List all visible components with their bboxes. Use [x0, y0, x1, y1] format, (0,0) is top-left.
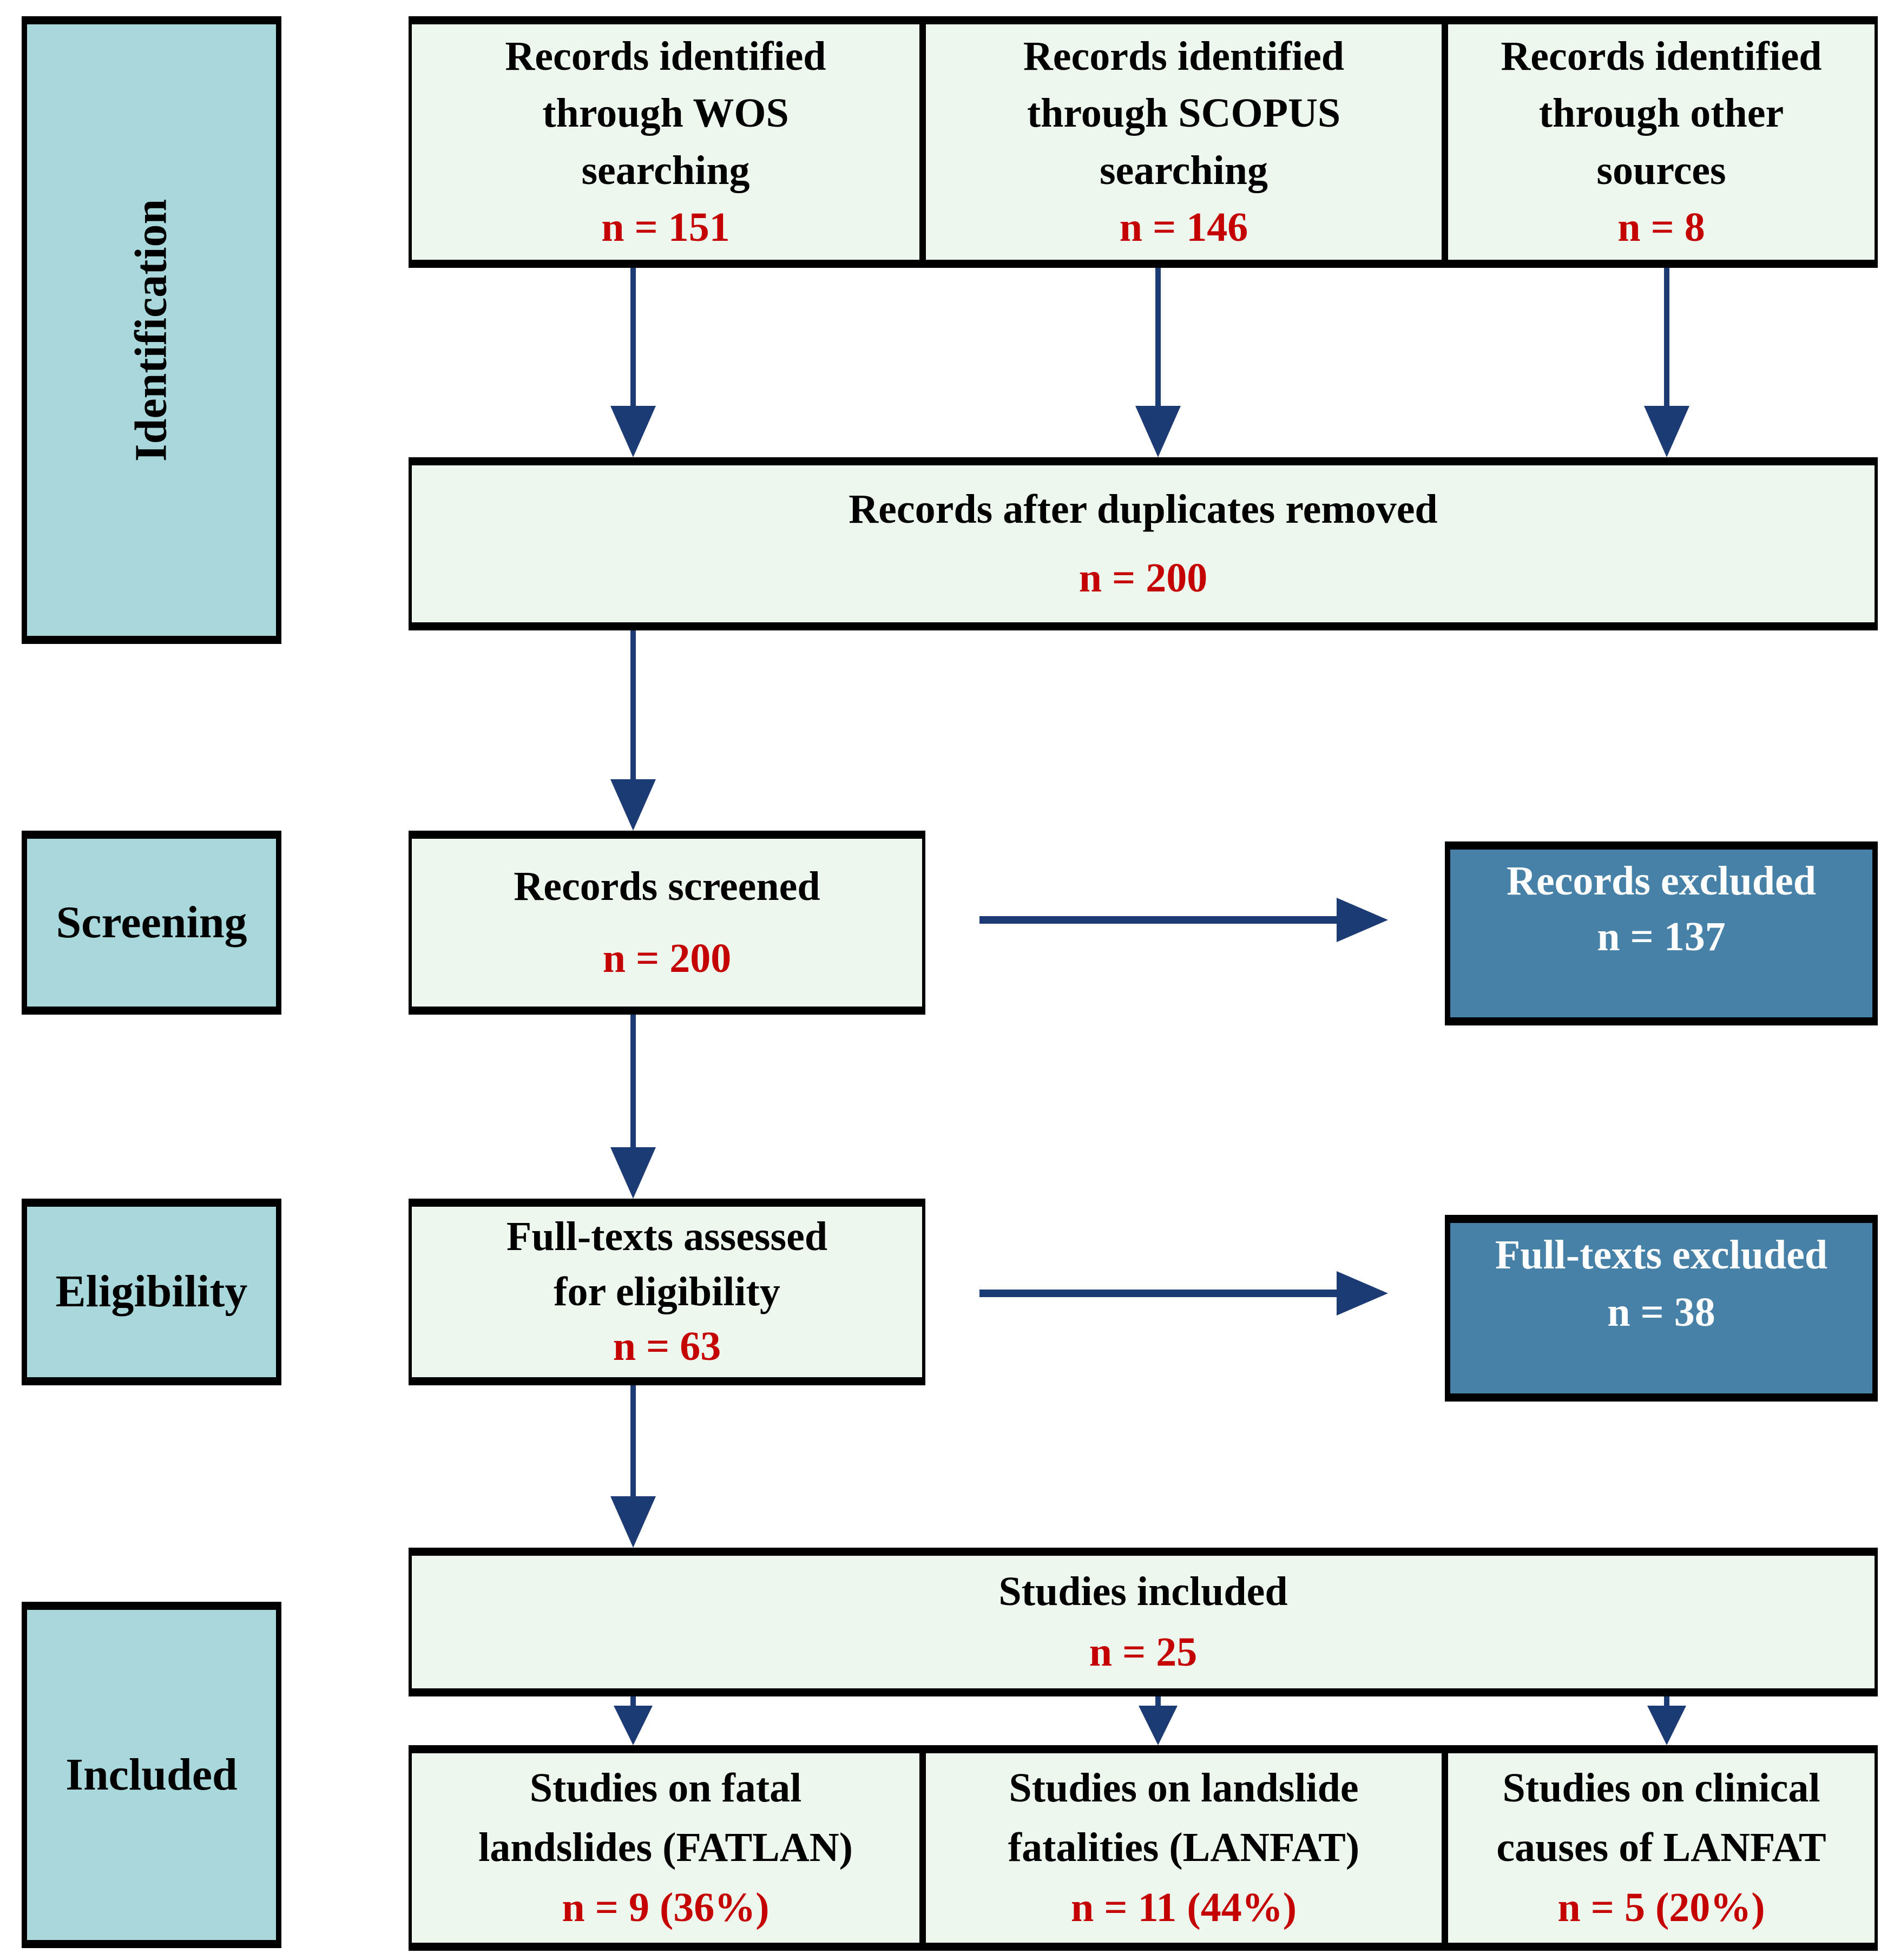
count-text: n = 5 (20%): [1557, 1884, 1765, 1930]
count-text: n = 9 (36%): [562, 1884, 770, 1930]
stage-label-included: Included: [22, 1602, 281, 1948]
box-text-line: through other: [1538, 90, 1784, 136]
box-text-line: Records identified: [1023, 34, 1345, 80]
stage-label-eligibility: Eligibility: [22, 1199, 281, 1385]
arrow-line: [630, 1696, 636, 1707]
box-text-line: Studies on fatal: [529, 1765, 802, 1811]
arrow-line: [630, 268, 636, 406]
count-text: n = 200: [1078, 555, 1208, 601]
box-text-line: through WOS: [542, 90, 789, 136]
count-text: n = 200: [602, 936, 732, 982]
box-records-scopus: Records identified through SCOPUS search…: [923, 16, 1445, 268]
arrow-right-icon: [1337, 898, 1388, 942]
arrow-line: [630, 630, 636, 779]
count-text: n = 25: [1089, 1629, 1198, 1675]
stage-label-text: Identification: [126, 199, 176, 462]
box-text-line: landslides (FATLAN): [478, 1825, 853, 1871]
arrow-line: [979, 1290, 1337, 1297]
count-text: n = 146: [1119, 204, 1248, 250]
arrow-down-icon: [1135, 406, 1181, 457]
box-text-line: Full-texts assessed: [506, 1214, 828, 1260]
arrow-down-icon: [1647, 1706, 1686, 1745]
box-records-wos: Records identified through WOS searching…: [409, 16, 923, 268]
box-text-line: sources: [1596, 147, 1726, 193]
arrow-down-icon: [610, 779, 656, 831]
box-fulltext-excluded: Full-texts excluded n = 38: [1445, 1215, 1878, 1402]
box-text-line: Full-texts excluded: [1495, 1232, 1828, 1278]
box-studies-clinical: Studies on clinical causes of LANFAT n =…: [1445, 1745, 1878, 1951]
arrow-right-icon: [1337, 1271, 1388, 1316]
count-text: n = 137: [1597, 914, 1726, 960]
arrow-down-icon: [610, 1147, 656, 1199]
arrow-line: [630, 1385, 636, 1496]
box-text-line: searching: [1099, 147, 1268, 193]
box-duplicates-removed: Records after duplicates removed n = 200: [409, 457, 1878, 630]
arrow-line: [1664, 268, 1669, 406]
stage-label-text: Included: [65, 1749, 238, 1800]
box-text-line: Studies on clinical: [1502, 1765, 1820, 1811]
box-text-line: searching: [581, 147, 750, 193]
box-fulltext-assessed: Full-texts assessed for eligibility n = …: [409, 1199, 925, 1385]
stage-label-identification: Identification: [22, 16, 281, 644]
box-text-line: Studies on landslide: [1009, 1765, 1359, 1811]
box-records-screened: Records screened n = 200: [409, 831, 925, 1015]
stage-label-screening: Screening: [22, 831, 281, 1015]
arrow-line: [1664, 1696, 1669, 1707]
arrow-line: [979, 916, 1337, 924]
box-studies-fatlan: Studies on fatal landslides (FATLAN) n =…: [409, 1745, 923, 1951]
count-text: n = 63: [613, 1324, 721, 1370]
count-text: n = 8: [1617, 204, 1705, 250]
count-text: n = 11 (44%): [1071, 1884, 1297, 1930]
box-text-line: for eligibility: [554, 1268, 780, 1314]
box-text-line: Records identified: [505, 34, 826, 80]
arrow-down-icon: [614, 1706, 653, 1745]
arrow-down-icon: [610, 1496, 656, 1548]
count-text: n = 38: [1607, 1289, 1715, 1335]
box-text-line: through SCOPUS: [1027, 90, 1341, 136]
arrow-line: [630, 1015, 636, 1147]
arrow-down-icon: [610, 406, 656, 457]
box-text-line: Records identified: [1501, 34, 1822, 80]
box-text-line: Records screened: [514, 863, 820, 909]
box-text-line: Records after duplicates removed: [849, 486, 1438, 532]
box-records-excluded: Records excluded n = 137: [1445, 841, 1878, 1025]
box-text-line: Studies included: [998, 1568, 1288, 1614]
arrow-line: [1155, 1696, 1161, 1707]
box-text-line: Records excluded: [1506, 858, 1817, 904]
count-text: n = 151: [601, 204, 730, 250]
arrow-down-icon: [1139, 1706, 1178, 1745]
box-records-other-sources: Records identified through other sources…: [1445, 16, 1878, 268]
stage-label-text: Screening: [56, 897, 247, 948]
box-studies-lanfat: Studies on landslide fatalities (LANFAT)…: [923, 1745, 1445, 1951]
box-text-line: fatalities (LANFAT): [1008, 1825, 1360, 1871]
arrow-line: [1155, 268, 1161, 406]
box-text-line: causes of LANFAT: [1496, 1825, 1826, 1871]
stage-label-text: Eligibility: [55, 1266, 248, 1317]
arrow-down-icon: [1644, 406, 1689, 457]
box-studies-included: Studies included n = 25: [409, 1548, 1878, 1696]
